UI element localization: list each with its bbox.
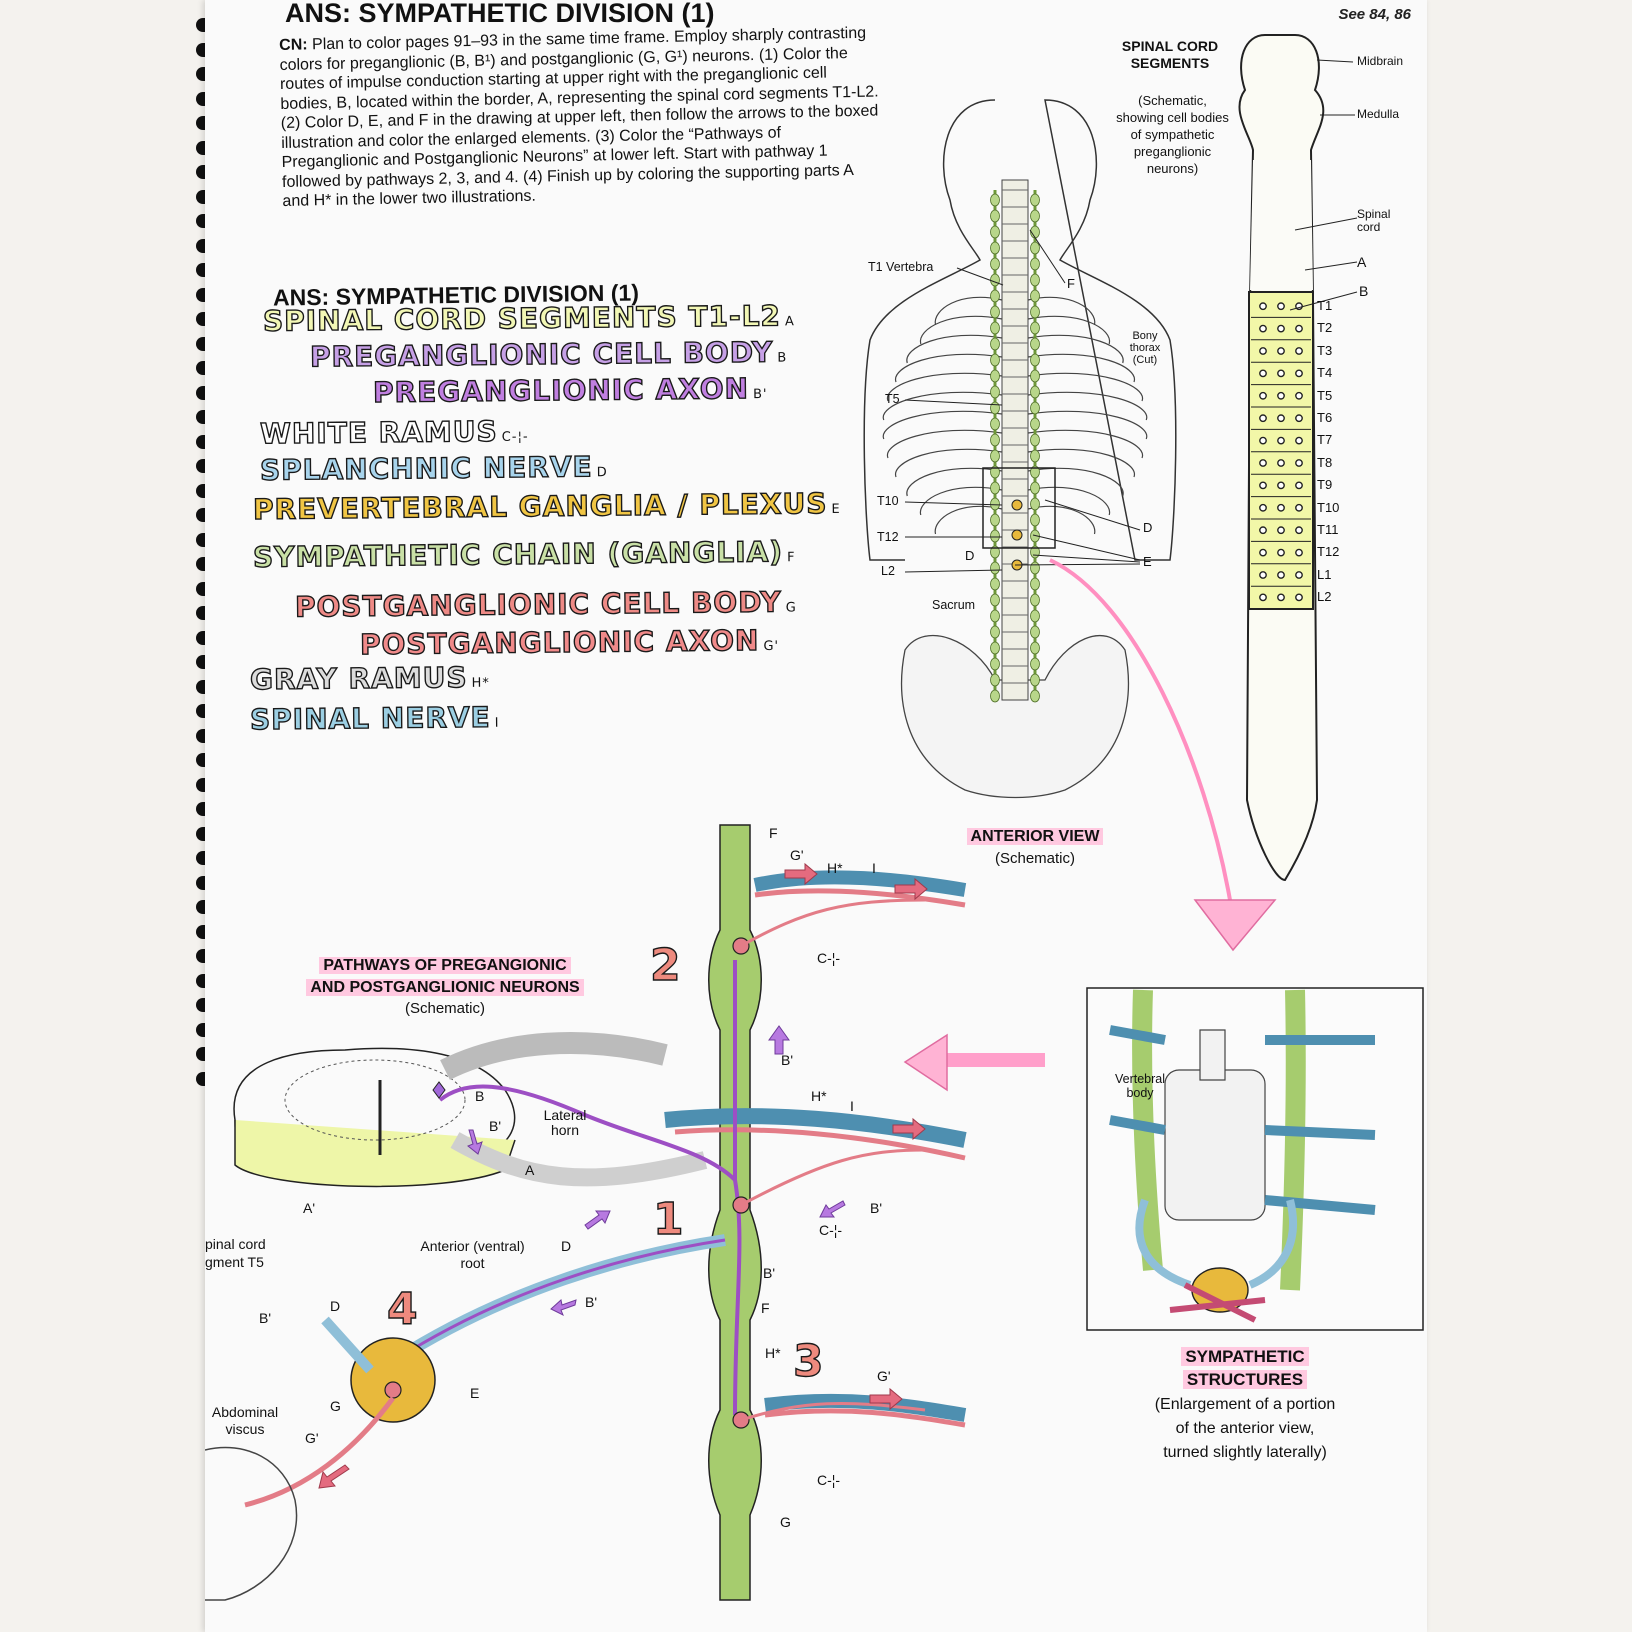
label-A1-cord: A' [303,1200,316,1216]
label-l2: L2 [881,564,895,578]
label-G1-ganglion: G' [305,1430,319,1446]
label-anterior-root: Anterior (ventral) root [420,1238,525,1271]
pathways-subcaption: (Schematic) [404,1000,486,1017]
label-sacrum: Sacrum [932,598,976,612]
label-I-mid: I [850,1098,854,1114]
label-spinal-cord: Spinal cord [1357,207,1391,234]
label-t5: T5 [885,392,900,406]
pathways-drawing [205,824,967,1601]
label-C-low: C-¦- [817,1472,841,1488]
pathway-number-3: 3 [792,1335,825,1387]
segment-label: T7 [1317,432,1333,448]
label-C-top: C-¦- [817,950,841,966]
label-H-mid: H* [811,1088,827,1104]
segment-label: T1 [1317,298,1333,313]
segment-label: T3 [1317,342,1333,358]
see-reference: See 84, 86 [1338,6,1411,23]
page-top-title: ANS: SYMPATHETIC DIVISION (1) [285,0,715,28]
label-E-anterior: E [1143,554,1152,569]
sympathetic-structures-drawing [1086,987,1424,1331]
label-H-top: H* [827,860,843,876]
anterior-view-caption: ANTERIOR VIEW [935,828,1135,846]
label-F-top: F [769,825,778,841]
label-t12: T12 [877,530,899,544]
label-lateral-horn: Lateral horn [543,1107,587,1138]
label-B1-low: B' [763,1265,776,1281]
label-A: A [1357,254,1367,270]
label-B1-right: B' [870,1200,883,1216]
label-I-top: I [872,860,876,876]
segment-label: T2 [1317,320,1333,336]
workbook-page: ANS: SYMPATHETIC DIVISION (1) See 84, 86… [205,0,1427,1632]
label-B1-cord: B' [489,1118,502,1134]
segment-label: T10 [1317,499,1340,515]
label-F-low: F [761,1300,770,1316]
label-abdominal-viscus: Abdominal viscus [211,1404,279,1437]
segment-label: T11 [1317,522,1339,537]
label-D-viscus: D [330,1298,341,1314]
anterior-view-drawing [863,99,1277,1092]
label-E-ganglion: E [470,1385,480,1401]
anterior-view-subcaption: (Schematic) [994,850,1076,867]
label-t10: T10 [877,494,899,508]
pathway-number-2: 2 [649,939,682,991]
pathway-number-4: 4 [386,1283,419,1335]
segment-label: T6 [1317,410,1333,425]
label-medulla: Medulla [1357,107,1400,121]
spinal-panel-desc: (Schematic, showing cell bodies of sympa… [1116,93,1229,176]
structures-caption: SYMPATHETIC STRUCTURES [1105,1345,1385,1391]
label-B1-viscus: B' [259,1310,272,1326]
label-B-cord: B [475,1088,485,1104]
pathways-caption: PATHWAYS OF PREGANGIONIC AND POSTGANGLIO… [285,955,605,999]
label-B: B [1359,283,1369,299]
label-D-anterior-left: D [965,548,975,563]
label-F-anterior: F [1067,276,1075,291]
structures-subcaption: (Enlargement of a portion of the anterio… [1154,1396,1336,1461]
label-t1-vertebra: T1 Vertebra [868,260,934,274]
label-D-anterior-right: D [1143,520,1153,535]
label-A-cord: A [525,1162,535,1178]
label-B1-mid: B' [781,1052,794,1068]
segment-label: T12 [1317,544,1340,560]
spinal-panel-title: SPINAL CORD SEGMENTS [1121,38,1219,71]
label-H-low: H* [765,1345,781,1361]
label-C-mid: C-¦- [819,1222,843,1238]
segment-label: T8 [1317,454,1333,470]
label-bony-thorax: Bony thorax (Cut) [1129,330,1161,366]
label-spinal-cord-segment: pinal cord gment T5 [205,1236,266,1270]
segment-label: L2 [1317,589,1332,605]
label-D-path: D [561,1238,572,1254]
spinal-cord-schematic [1238,34,1358,882]
label-G-low: G [780,1514,791,1530]
label-G1-top: G' [790,847,804,863]
segment-label: T9 [1317,477,1333,493]
segment-label: T4 [1317,365,1333,381]
segment-label: T5 [1317,387,1333,403]
pathway-number-1: 1 [652,1193,685,1245]
label-G1-low: G' [877,1368,891,1384]
segment-label: L1 [1317,566,1332,582]
label-G-ganglion: G [330,1398,341,1414]
label-midbrain: Midbrain [1357,54,1404,68]
label-vertebral-body: Vertebral body [1114,1072,1166,1100]
label-B1-path: B' [585,1294,598,1310]
